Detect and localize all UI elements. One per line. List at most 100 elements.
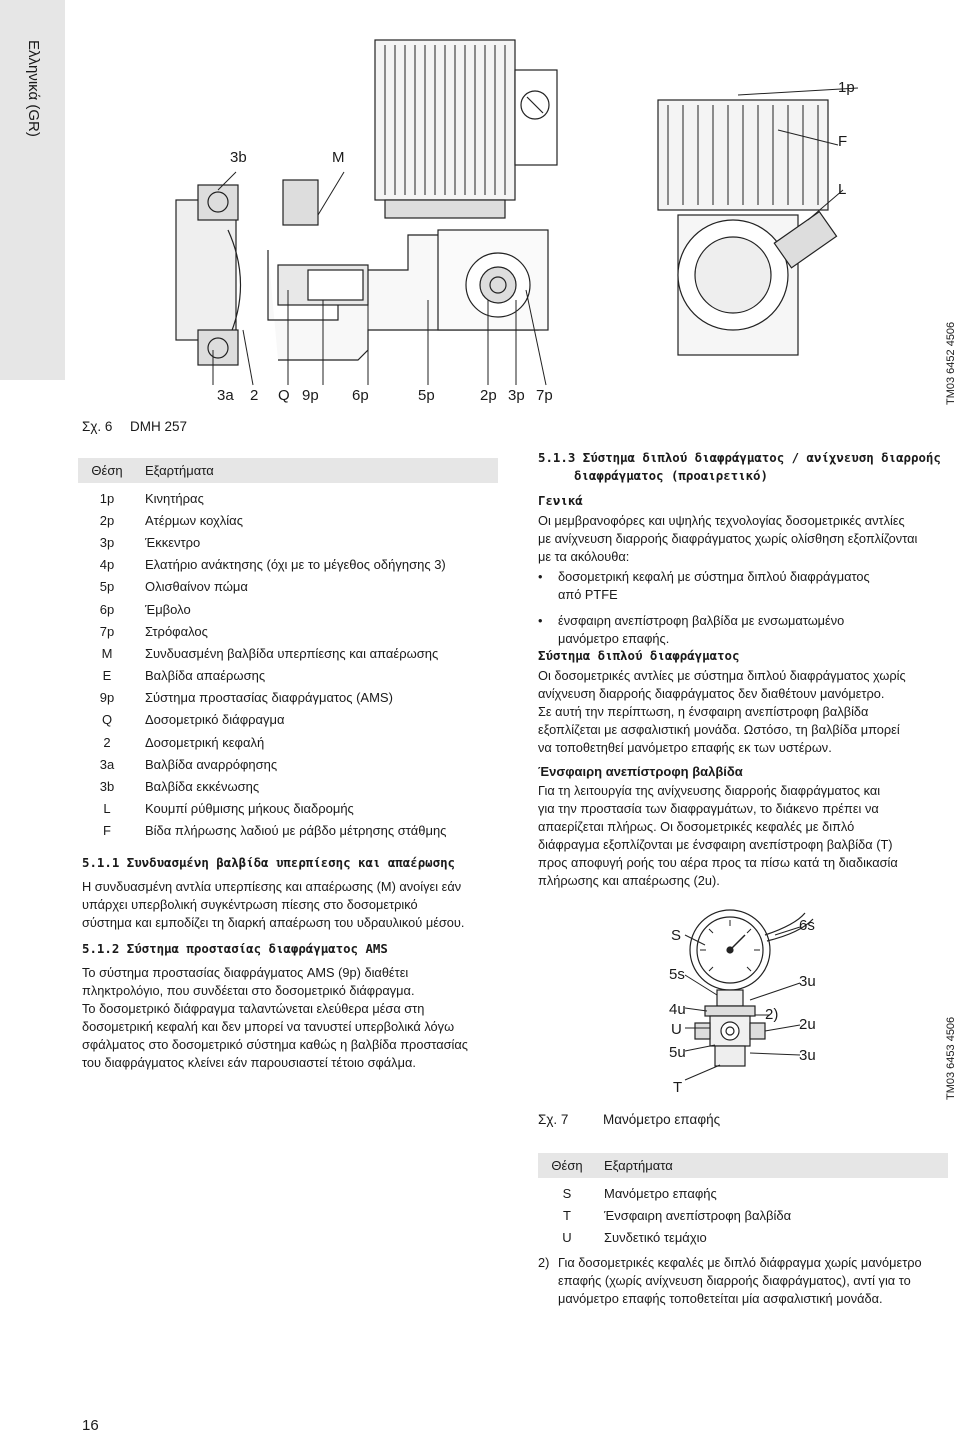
fig6-label-3a: 3a	[217, 387, 234, 404]
table-cell-item: Βαλβίδα εκκένωσης	[145, 779, 260, 795]
feature-bullet-list: δοσομετρική κεφαλή με σύστημα διπλού δια…	[538, 568, 870, 656]
ball-valve-line: διάφραγμα εξοπλίζονται με ένσφαιρη ανεπί…	[538, 837, 893, 852]
ball-valve-heading: Ένσφαιρη ανεπίστροφη βαλβίδα	[538, 764, 743, 779]
contact-manometer-drawing	[684, 909, 814, 1081]
fig6-label-Q: Q	[278, 387, 290, 404]
section-512-line: Το δοσομετρικό διάφραγμα ταλαντώνεται ελ…	[82, 1001, 425, 1016]
fig6-label-M: M	[332, 149, 345, 166]
table-row: F Βίδα πλήρωσης λαδιού με ράβδο μέτρησης …	[78, 820, 498, 842]
footnote-text: Για δοσομετρικές κεφαλές με διπλό διάφρα…	[558, 1254, 922, 1308]
table-row: 3p Έκκεντρο	[78, 531, 498, 553]
table-cell-pos: U	[562, 1229, 572, 1245]
table-cell-pos: T	[563, 1207, 571, 1223]
double-diaphragm-line: Οι δοσομετρικές αντλίες με σύστημα διπλο…	[538, 668, 906, 683]
table-row: T Ένσφαιρη ανεπίστροφη βαλβίδα	[538, 1204, 948, 1226]
general-line: με ανίχνευση διαρροής διαφράγματος χωρίς…	[538, 531, 918, 546]
table-cell-item: Κινητήρας	[145, 490, 204, 506]
table-cell-item: Έκκεντρο	[145, 534, 201, 550]
footnote-number: 2)	[538, 1255, 550, 1270]
fig6-label-2p: 2p	[480, 387, 497, 404]
fig7-label-3u-bottom: 3u	[799, 1047, 816, 1064]
fig6-label-7p: 7p	[536, 387, 553, 404]
table-row: L Κουμπί ρύθμισης μήκους διαδρομής	[78, 798, 498, 820]
ball-valve-line: Για τη λειτουργία της ανίχνευσης διαρροή…	[538, 783, 881, 798]
table-cell-pos: M	[101, 645, 113, 661]
fig7-label-5s: 5s	[669, 966, 685, 983]
fig6-label-3p: 3p	[508, 387, 525, 404]
section-512-line: του διαφράγματος κλείνει εάν παρουσιαστε…	[82, 1055, 416, 1070]
section-511-line: Η συνδυασμένη αντλία υπερπίεσης και απαέ…	[82, 879, 462, 894]
parts-table-header-item: Εξαρτήματα	[145, 463, 214, 478]
fig7-caption-number: Σχ. 7	[538, 1112, 569, 1127]
ball-valve-line: για την προστασία των διαφραγμάτων, το δ…	[538, 801, 879, 816]
table-cell-item: Στρόφαλος	[145, 623, 208, 639]
table-cell-item: Κουμπί ρύθμισης μήκους διαδρομής	[145, 801, 354, 817]
fig6-doc-code: TM03 6452 4506	[945, 321, 957, 405]
fig7-label-2u: 2u	[799, 1016, 816, 1033]
table-cell-pos: L	[103, 801, 111, 817]
table-cell-item: Ελατήριο ανάκτησης (όχι με το μέγεθος οδ…	[145, 557, 446, 573]
table-cell-item: Συνδετικό τεμάχιο	[604, 1229, 707, 1245]
table-cell-item: Ένσφαιρη ανεπίστροφη βαλβίδα	[604, 1207, 792, 1223]
general-line: με τα ακόλουθα:	[538, 549, 630, 564]
footnote-line: μανόμετρο επαφής τοποθετείται μία ασφαλι…	[558, 1291, 883, 1306]
section-512-text: Το σύστημα προστασίας διαφράγματος AMS (…	[82, 964, 468, 1072]
fig6-label-9p: 9p	[302, 387, 319, 404]
feature-bullet: δοσομετρική κεφαλή με σύστημα διπλού δια…	[538, 568, 870, 604]
parts-table-header-pos: Θέση	[91, 463, 123, 478]
ball-valve-line: πλήρωσης και απαέρωσης (2u).	[538, 873, 720, 888]
double-diaphragm-line: Σε αυτή την περίπτωση, η ένσφαιρη ανεπίσ…	[538, 704, 869, 719]
fig6-label-F: F	[838, 133, 848, 150]
parts-table-2-header-pos: Θέση	[551, 1158, 583, 1173]
table-cell-pos: 2p	[99, 512, 115, 528]
fig7-label-3u-top: 3u	[799, 973, 816, 990]
footnote: 2) Για δοσομετρικές κεφαλές με διπλό διά…	[538, 1254, 938, 1314]
language-tab-label: Ελληνικά (GR)	[25, 40, 42, 137]
table-cell-item: Βίδα πλήρωσης λαδιού με ράβδο μέτρησης σ…	[145, 823, 447, 839]
table-cell-item: Σύστημα προστασίας διαφράγματος (AMS)	[145, 690, 393, 706]
fig6-label-5p: 5p	[418, 387, 435, 404]
table-cell-pos: 5p	[99, 579, 115, 595]
table-cell-pos: 3p	[99, 534, 115, 550]
fig6-label-L: L	[838, 181, 847, 198]
table-cell-item: Έμβολο	[145, 601, 191, 617]
fig7-label-4u: 4u	[669, 1001, 686, 1018]
table-row: 2 Δοσομετρική κεφαλή	[78, 731, 498, 753]
table-cell-pos: F	[103, 823, 111, 839]
fig6-caption-text: DMH 257	[130, 419, 188, 434]
page-number: 16	[82, 1417, 99, 1434]
fig7-label-U: U	[671, 1021, 682, 1038]
table-cell-item: Δοσομετρική κεφαλή	[145, 734, 265, 750]
fig6-label-2: 2	[250, 387, 259, 404]
table-cell-item: Μανόμετρο επαφής	[604, 1185, 717, 1201]
section-512-line: πληκτρολόγιο, που συνδέεται στο δοσομετρ…	[82, 983, 415, 998]
section-513-heading-line1: 5.1.3 Σύστημα διπλού διαφράγματος / ανίχ…	[538, 450, 941, 465]
table-cell-item: Βαλβίδα αναρρόφησης	[145, 756, 278, 772]
table-cell-pos: E	[102, 668, 112, 684]
double-diaphragm-text: Οι δοσομετρικές αντλίες με σύστημα διπλο…	[538, 667, 906, 757]
fig7-label-footnote-ref: 2)	[765, 1006, 779, 1023]
ball-valve-line: προς αποφυγή ροής του αέρα προς τα πίσω …	[538, 855, 898, 870]
table-cell-pos: 2	[103, 734, 111, 750]
table-cell-pos: 4p	[99, 557, 115, 573]
general-line: Οι μεμβρανοφόρες και υψηλής τεχνολογίας …	[538, 513, 905, 528]
table-cell-pos: S	[562, 1185, 572, 1201]
table-cell-pos: Q	[101, 712, 113, 728]
table-cell-item: Ατέρμων κοχλίας	[145, 512, 243, 528]
section-512-line: Το σύστημα προστασίας διαφράγματος AMS (…	[82, 965, 409, 980]
double-diaphragm-line: να τοποθετηθεί μανόμετρο επαφής εκ των υ…	[538, 740, 832, 755]
fig7-doc-code: TM03 6453 4506	[945, 1016, 957, 1100]
